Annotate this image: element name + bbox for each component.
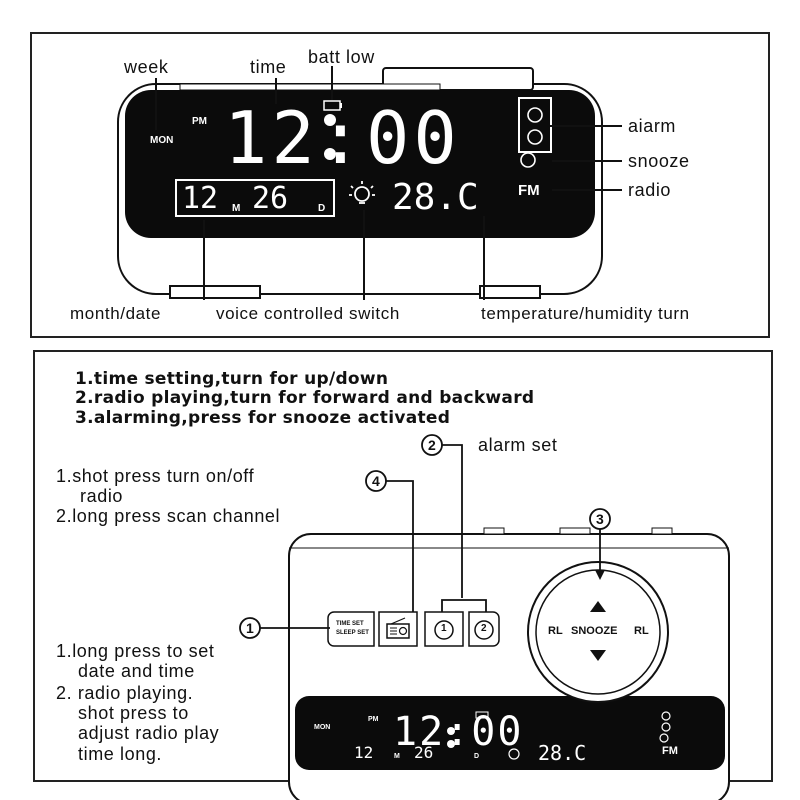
display-month-unit: M (232, 203, 241, 214)
lcd-screen-bottom (295, 696, 725, 770)
bottom-display-day: MON (314, 724, 331, 731)
label-alarm-set: alarm set (478, 435, 558, 455)
number-3: 3 (596, 511, 604, 527)
knob-label-right: RL (634, 625, 649, 637)
display-month: 12 (182, 181, 219, 216)
time-set-label: TIME SET (336, 621, 364, 627)
bottom-display-band: FM (662, 745, 678, 757)
time-set-button-shape (327, 611, 375, 647)
instruction-2: 2.radio playing,turn for forward and bac… (75, 388, 535, 408)
label-time: time (250, 57, 287, 77)
alarm1-mini-icon (661, 711, 671, 721)
alarm2-mini-icon (661, 722, 671, 732)
snooze-icon (520, 152, 536, 168)
alarm1-icon (527, 107, 543, 123)
display-day: MON (150, 135, 174, 146)
radio-button[interactable] (379, 612, 417, 646)
voice-mini-icon (508, 748, 520, 760)
radio-button-shape (378, 611, 418, 647)
sleep-set-label: SLEEP SET (336, 630, 369, 636)
label-month-date: month/date (70, 304, 162, 323)
bottom-display-month-unit: M (394, 753, 400, 760)
radio-note-2: radio (80, 486, 124, 506)
time-note-5: adjust radio play (78, 723, 220, 743)
display-date: 26 (252, 181, 289, 216)
label-radio: radio (628, 180, 672, 200)
time-set-button[interactable]: TIME SET SLEEP SET (332, 618, 376, 642)
label-week: week (124, 57, 169, 77)
alarm2-icon (527, 129, 543, 145)
time-note-3: 2. radio playing. (56, 683, 194, 703)
display-pm: PM (192, 116, 207, 127)
bottom-display-pm: PM (368, 716, 379, 723)
bottom-display-date: 26 (414, 743, 434, 762)
foot-right (479, 285, 541, 299)
number-4: 4 (372, 473, 380, 489)
bottom-display-time: 12:00 (393, 709, 524, 755)
label-temp-humidity: temperature/humidity turn (481, 304, 690, 323)
alarm2-clock-icon (474, 620, 494, 640)
foot-left (169, 285, 261, 299)
display-date-unit: D (318, 203, 326, 214)
radio-note-1: 1.shot press turn on/off (56, 466, 255, 486)
snooze-mini-icon (659, 733, 669, 743)
radio-icon (386, 623, 410, 639)
alarm1-clock-icon (434, 620, 454, 640)
date-frame (175, 179, 335, 217)
alarm1-button[interactable]: 1 (425, 612, 463, 646)
knob-label-left: RL (548, 625, 563, 637)
display-band: FM (518, 182, 540, 199)
alarm1-button-shape (424, 611, 464, 647)
alarm2-number: 2 (481, 623, 487, 634)
alarm1-number: 1 (441, 623, 447, 634)
time-note-4: shot press to (78, 703, 189, 723)
label-snooze: snooze (628, 151, 690, 171)
voice-switch-icon (349, 181, 375, 204)
knob-label-snooze: SNOOZE (571, 625, 618, 637)
time-note-1: 1.long press to set (56, 641, 215, 661)
label-alarm: aiarm (628, 116, 677, 136)
instruction-3: 3.alarming,press for snooze activated (75, 408, 451, 428)
time-note-6: time long. (78, 744, 163, 764)
alarm2-button-shape (468, 611, 500, 647)
time-note-2: date and time (78, 661, 195, 681)
label-batt-low: batt low (308, 47, 375, 67)
arrow-down-icon (590, 650, 606, 661)
label-voice-switch: voice controlled switch (216, 304, 400, 323)
alarm2-button[interactable]: 2 (469, 612, 499, 646)
number-2: 2 (428, 437, 436, 453)
number-1: 1 (246, 620, 254, 636)
bottom-display-temperature: 28.C (538, 741, 587, 765)
bottom-display-date-unit: D (474, 753, 480, 760)
instruction-1: 1.time setting,turn for up/down (75, 369, 389, 389)
arrow-up-icon (590, 601, 606, 612)
display-temperature: 28.C (392, 177, 479, 218)
bottom-display-month: 12 (354, 743, 374, 762)
display-time: 12:00 (224, 96, 461, 180)
radio-note-3: 2.long press scan channel (56, 506, 281, 526)
lcd-screen-top (125, 90, 595, 238)
